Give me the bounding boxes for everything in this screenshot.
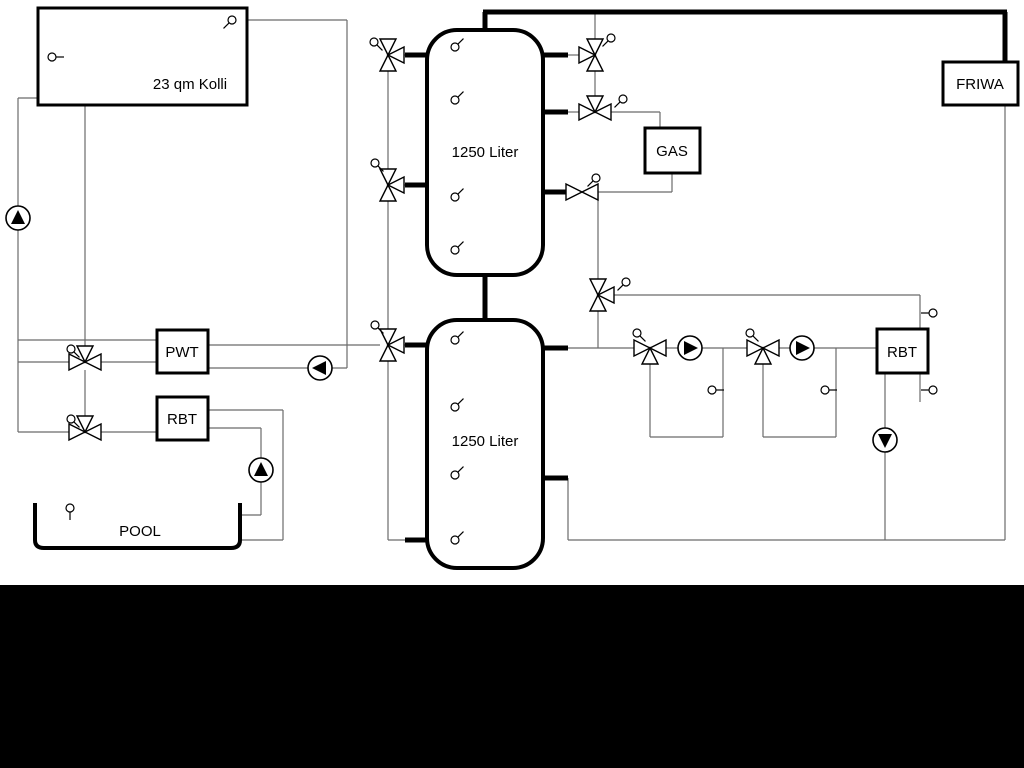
gas-label: GAS (656, 143, 688, 160)
three-way-valve-icon (579, 39, 603, 71)
hydraulic-schematic: 23 qm Kolli 1250 Liter 1250 Liter PWT RB… (5, 6, 1020, 570)
sensor-icon (65, 503, 75, 521)
pump-icon (872, 427, 898, 453)
three-way-valve-icon (380, 169, 404, 201)
three-way-valve-icon (747, 340, 779, 364)
pwt-heat-exchanger-box (155, 328, 210, 375)
buffer-tank-bottom (425, 318, 545, 570)
sensor-icon (920, 385, 938, 395)
valve-actuator-icon (611, 92, 630, 111)
tank-top-label: 1250 Liter (452, 144, 519, 161)
three-way-valve-icon (579, 96, 611, 120)
letterbox-bottom (0, 585, 1024, 768)
two-way-valve-icon (566, 184, 598, 200)
solar-collector-box (36, 6, 249, 107)
buffer-tank-top (425, 28, 545, 277)
sensor-icon (707, 385, 725, 395)
rbt-right-label: RBT (887, 344, 917, 361)
pwt-label: PWT (165, 344, 198, 361)
rbt-left-box (155, 395, 210, 442)
diagram-canvas: 23 qm Kolli 1250 Liter 1250 Liter PWT RB… (0, 0, 1024, 585)
friwa-label: FRIWA (956, 76, 1004, 93)
pump-icon (307, 355, 333, 381)
pump-icon (248, 457, 274, 483)
rbt-right-box (875, 327, 930, 375)
valve-actuator-icon (614, 275, 633, 294)
three-way-valve-icon (380, 329, 404, 361)
pump-icon (5, 205, 31, 231)
three-way-valve-icon (380, 39, 404, 71)
sensor-icon (820, 385, 838, 395)
pump-icon (677, 335, 703, 361)
gas-boiler-box (643, 126, 702, 175)
collector-label: 23 qm Kolli (153, 76, 227, 93)
pool-label: POOL (119, 523, 161, 540)
pump-icon (789, 335, 815, 361)
three-way-valve-icon (590, 279, 614, 311)
pipes-thick (405, 9, 1008, 543)
three-way-valve-icon (634, 340, 666, 364)
pool-tank (33, 503, 242, 550)
rbt-left-label: RBT (167, 411, 197, 428)
tank-bottom-label: 1250 Liter (452, 433, 519, 450)
sensor-icon (920, 308, 938, 318)
friwa-box (941, 60, 1020, 107)
